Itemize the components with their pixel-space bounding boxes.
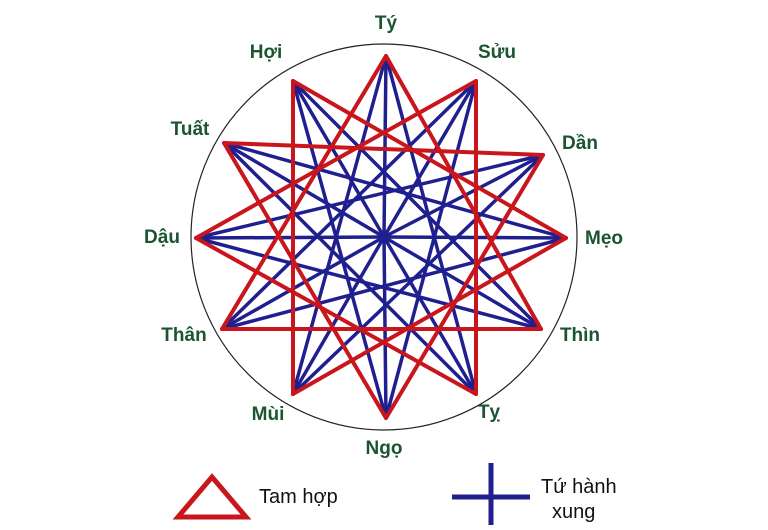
tu-hanh-xung-edge <box>291 79 543 331</box>
tu-hanh-xung-legend-label: Tứ hành xung <box>541 476 622 523</box>
tu-hanh-xung-legend-icon <box>452 463 530 525</box>
branch-label: Tuất <box>171 119 210 140</box>
branch-label: Hợi <box>250 42 283 63</box>
branch-label: Sửu <box>478 42 516 63</box>
branch-label: Dậu <box>144 227 180 248</box>
tu-hanh-xung-edge <box>222 141 568 240</box>
branch-label: Ngọ <box>366 438 403 459</box>
tu-hanh-xung-spoke <box>383 235 542 331</box>
tu-hanh-xung-edge <box>291 54 388 396</box>
tam-hop-edge <box>220 54 388 331</box>
tu-hanh-xung-edge <box>194 236 543 331</box>
tam-hop-edge <box>291 79 568 240</box>
tu-hanh-xung-edge <box>194 153 545 240</box>
connection-lines <box>190 43 578 431</box>
tu-hanh-xung-spoke <box>195 235 385 240</box>
tu-hanh-xung-edge <box>220 236 568 331</box>
branch-label: Mẹo <box>585 228 623 249</box>
branch-label: Dần <box>562 133 598 154</box>
tam-hop-edge <box>384 153 545 420</box>
tam-hop-edge <box>384 54 543 331</box>
legend: Tam hợp Tứ hành xung <box>172 463 622 525</box>
tu-hanh-xung-spoke <box>382 55 388 238</box>
branch-label: Thìn <box>560 325 600 346</box>
branch-label: Tỵ <box>478 402 501 423</box>
outer-circle <box>190 43 578 431</box>
tam-hop-edge <box>194 236 478 396</box>
tu-hanh-xung-edge <box>220 79 478 331</box>
tam-hop-edge <box>194 79 478 240</box>
tam-hop-edge <box>291 236 568 396</box>
branch-label: Thân <box>161 325 206 346</box>
tam-hop-edge <box>222 141 388 420</box>
branch-label: Mùi <box>252 404 285 425</box>
tu-hanh-xung-edge <box>384 79 478 420</box>
tu-hanh-xung-edge <box>222 141 478 396</box>
tam-hop-edge <box>222 141 545 157</box>
tu-hanh-xung-edge <box>291 153 545 396</box>
tu-hanh-xung-spoke <box>221 235 385 331</box>
tam-hop-legend-icon <box>172 473 252 520</box>
tam-hop-legend-label: Tam hợp <box>259 486 338 508</box>
tu-hanh-xung-edge <box>384 54 478 396</box>
tu-hanh-xung-edge <box>291 79 388 420</box>
branch-label: Tý <box>375 13 398 34</box>
